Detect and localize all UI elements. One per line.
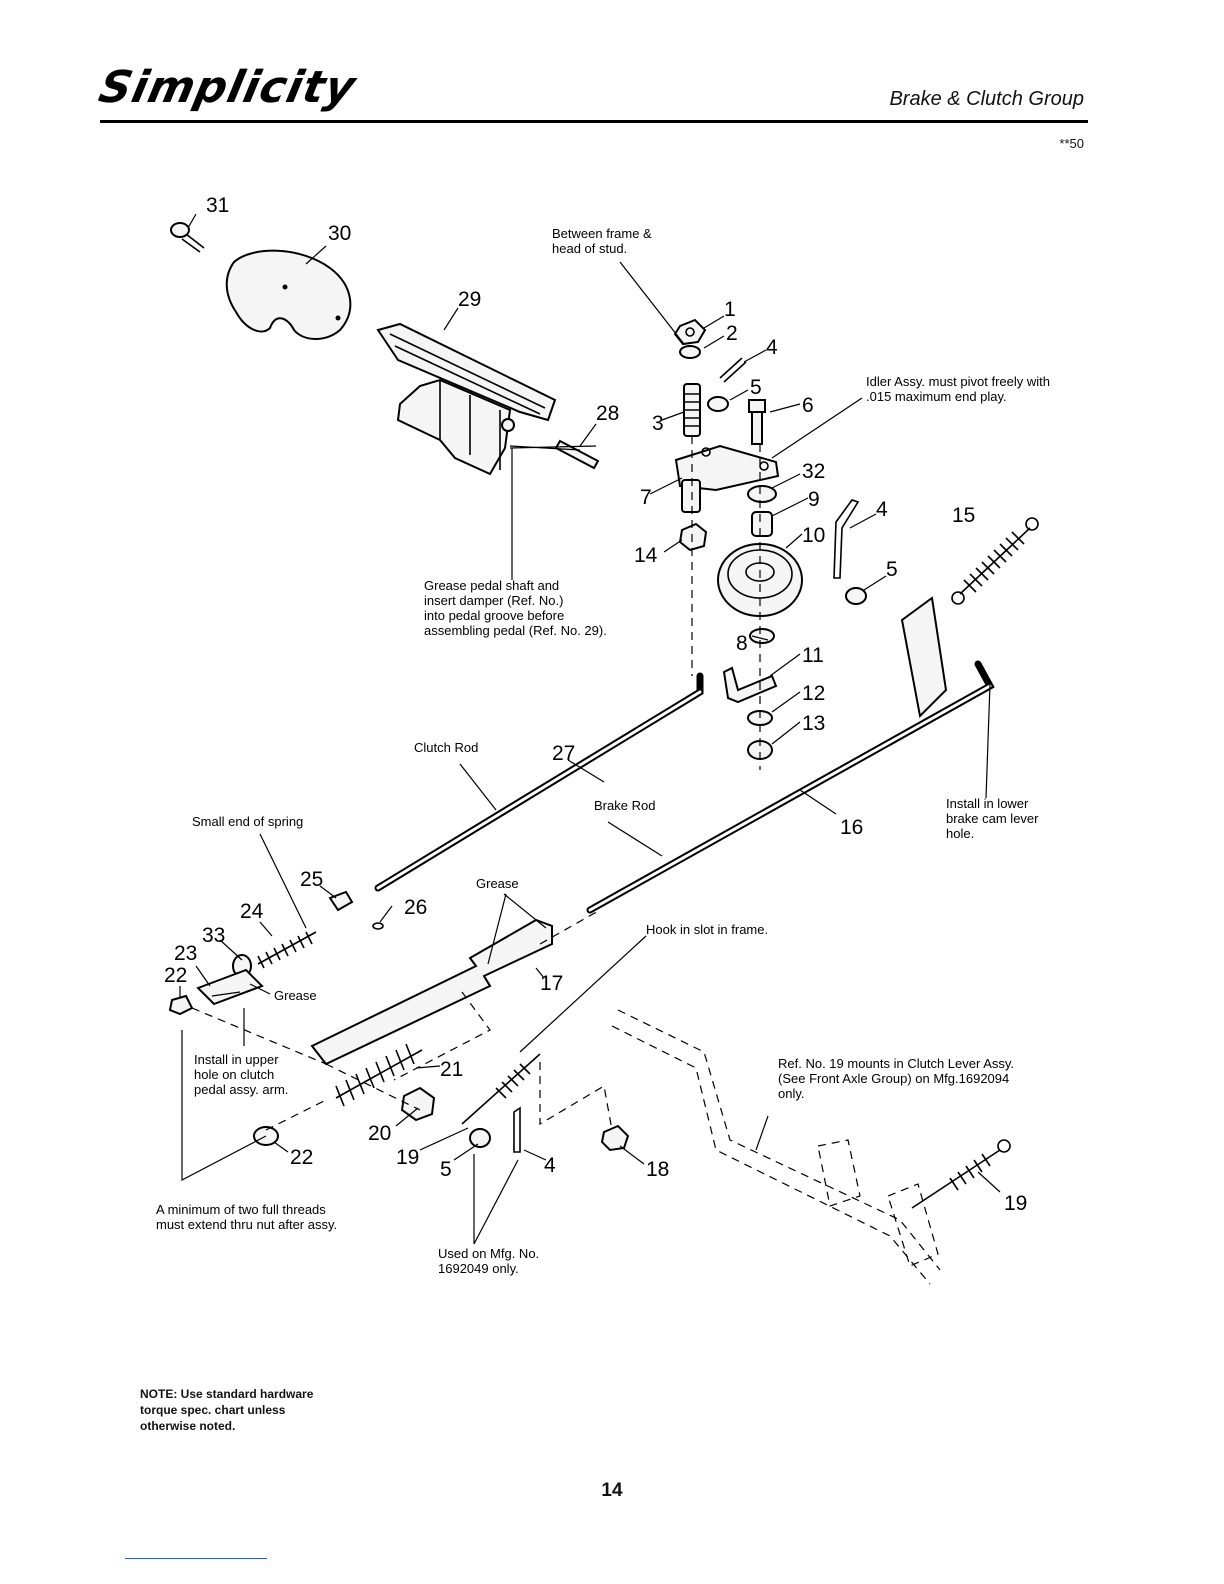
part-24-spring: [257, 931, 317, 969]
callout-25: 25: [300, 868, 323, 891]
part-3-stud: [683, 383, 701, 437]
callout-7: 7: [640, 486, 652, 509]
callout-6: 6: [802, 394, 814, 417]
part-20-nut: [400, 1086, 436, 1122]
part-18-nut: [600, 1124, 630, 1152]
callout-20: 20: [368, 1122, 391, 1145]
callout-4: 4: [766, 336, 778, 359]
ann-idler-assy: Idler Assy. must pivot freely with.015 m…: [866, 374, 1050, 404]
callout-1: 1: [724, 298, 736, 321]
callout-30: 30: [328, 222, 351, 245]
part-31-bolt: [170, 222, 205, 253]
part-1-nut: [673, 318, 707, 346]
callout-22: 22: [164, 964, 187, 987]
part-30-plate: [225, 249, 352, 340]
part-23-arm: [196, 968, 264, 1006]
page-code: **50: [1059, 136, 1084, 151]
callout-5-right: 5: [886, 558, 898, 581]
callout-18: 18: [646, 1158, 669, 1181]
callout-32: 32: [802, 460, 825, 483]
callout-19-right: 19: [1004, 1192, 1027, 1215]
callout-10: 10: [802, 524, 825, 547]
part-19-spring-right: [911, 1139, 1011, 1209]
part-27-clutch-rod: [374, 672, 704, 892]
footer-line: [125, 1558, 267, 1559]
callout-15: 15: [952, 504, 975, 527]
callout-23: 23: [174, 942, 197, 965]
part-4-pin-lower: [513, 1106, 521, 1153]
callout-33: 33: [202, 924, 225, 947]
ann-used-on: Used on Mfg. No.1692049 only.: [438, 1246, 539, 1276]
part-7-idler-arm: [674, 444, 780, 513]
callout-4-lower: 4: [544, 1154, 556, 1177]
callout-9: 9: [808, 488, 820, 511]
part-11-bracket: [722, 666, 778, 704]
torque-note: NOTE: Use standard hardware torque spec.…: [140, 1387, 314, 1433]
part-25-bushing: [328, 890, 354, 912]
clutch-lever-assy: [611, 1009, 941, 1285]
ann-brake-rod: Brake Rod: [594, 798, 655, 813]
part-2-washer: [679, 345, 701, 359]
leader-lines: [179, 213, 1001, 1245]
callout-11: 11: [802, 644, 824, 667]
callout-16: 16: [840, 816, 863, 839]
part-5-washer: [707, 396, 729, 412]
callout-4-right: 4: [876, 498, 888, 521]
callout-28: 28: [596, 402, 619, 425]
part-28-pin: [554, 439, 600, 470]
part-5-washer-lower: [469, 1128, 491, 1148]
part-17-arm: [310, 918, 553, 1066]
callout-29: 29: [458, 288, 481, 311]
callout-22-lower: 22: [290, 1146, 313, 1169]
assembly-lines: [191, 436, 761, 1131]
ann-ref19: Ref. No. 19 mounts in Clutch Lever Assy.…: [778, 1056, 1014, 1101]
part-19-spring: [461, 1053, 541, 1125]
callout-5-lower: 5: [440, 1158, 452, 1181]
ann-grease-1: Grease: [476, 876, 519, 891]
callout-24: 24: [240, 900, 264, 923]
part-32-washer: [747, 485, 777, 503]
callout-14: 14: [634, 544, 658, 567]
ann-clutch-rod: Clutch Rod: [414, 740, 478, 755]
callout-numbers: 31 30 29 28 1 2 4 3 5 6 7 32 9 14 10 4 5…: [164, 194, 1027, 1215]
callout-12: 12: [802, 682, 825, 705]
ann-between-frame: Between frame &head of stud.: [552, 226, 652, 256]
part-21-spring: [335, 1043, 423, 1107]
callout-8: 8: [736, 632, 748, 655]
callout-26: 26: [404, 896, 427, 919]
part-9-bushing: [751, 511, 773, 537]
callout-2: 2: [726, 322, 738, 345]
part-26-key: [372, 922, 384, 930]
brake-cam-bracket: [900, 596, 948, 719]
ann-hook-slot: Hook in slot in frame.: [646, 922, 768, 937]
part-5-washer-right: [845, 587, 867, 605]
ann-small-end: Small end of spring: [192, 814, 303, 829]
part-4-cotter-pin-right: [833, 499, 860, 579]
part-15-spring: [951, 517, 1039, 605]
header-rule: [100, 120, 1088, 123]
callout-21: 21: [440, 1058, 463, 1081]
ann-grease-2: Grease: [274, 988, 317, 1003]
part-22-nut: [168, 994, 194, 1016]
callout-3: 3: [652, 412, 664, 435]
callout-31: 31: [206, 194, 229, 217]
part-29-pedal: [376, 322, 557, 476]
callout-17: 17: [540, 972, 563, 995]
part-6-bolt: [748, 399, 766, 445]
callout-5: 5: [750, 376, 762, 399]
part-4-cotter-pin: [719, 357, 747, 383]
page-number: 14: [601, 1480, 623, 1501]
part-14-nut: [678, 522, 708, 552]
section-title: Brake & Clutch Group: [889, 88, 1084, 110]
callout-13: 13: [802, 712, 825, 735]
callout-19: 19: [396, 1146, 419, 1169]
callout-27: 27: [552, 742, 575, 765]
annotations: Between frame &head of stud. Idler Assy.…: [156, 226, 1050, 1276]
